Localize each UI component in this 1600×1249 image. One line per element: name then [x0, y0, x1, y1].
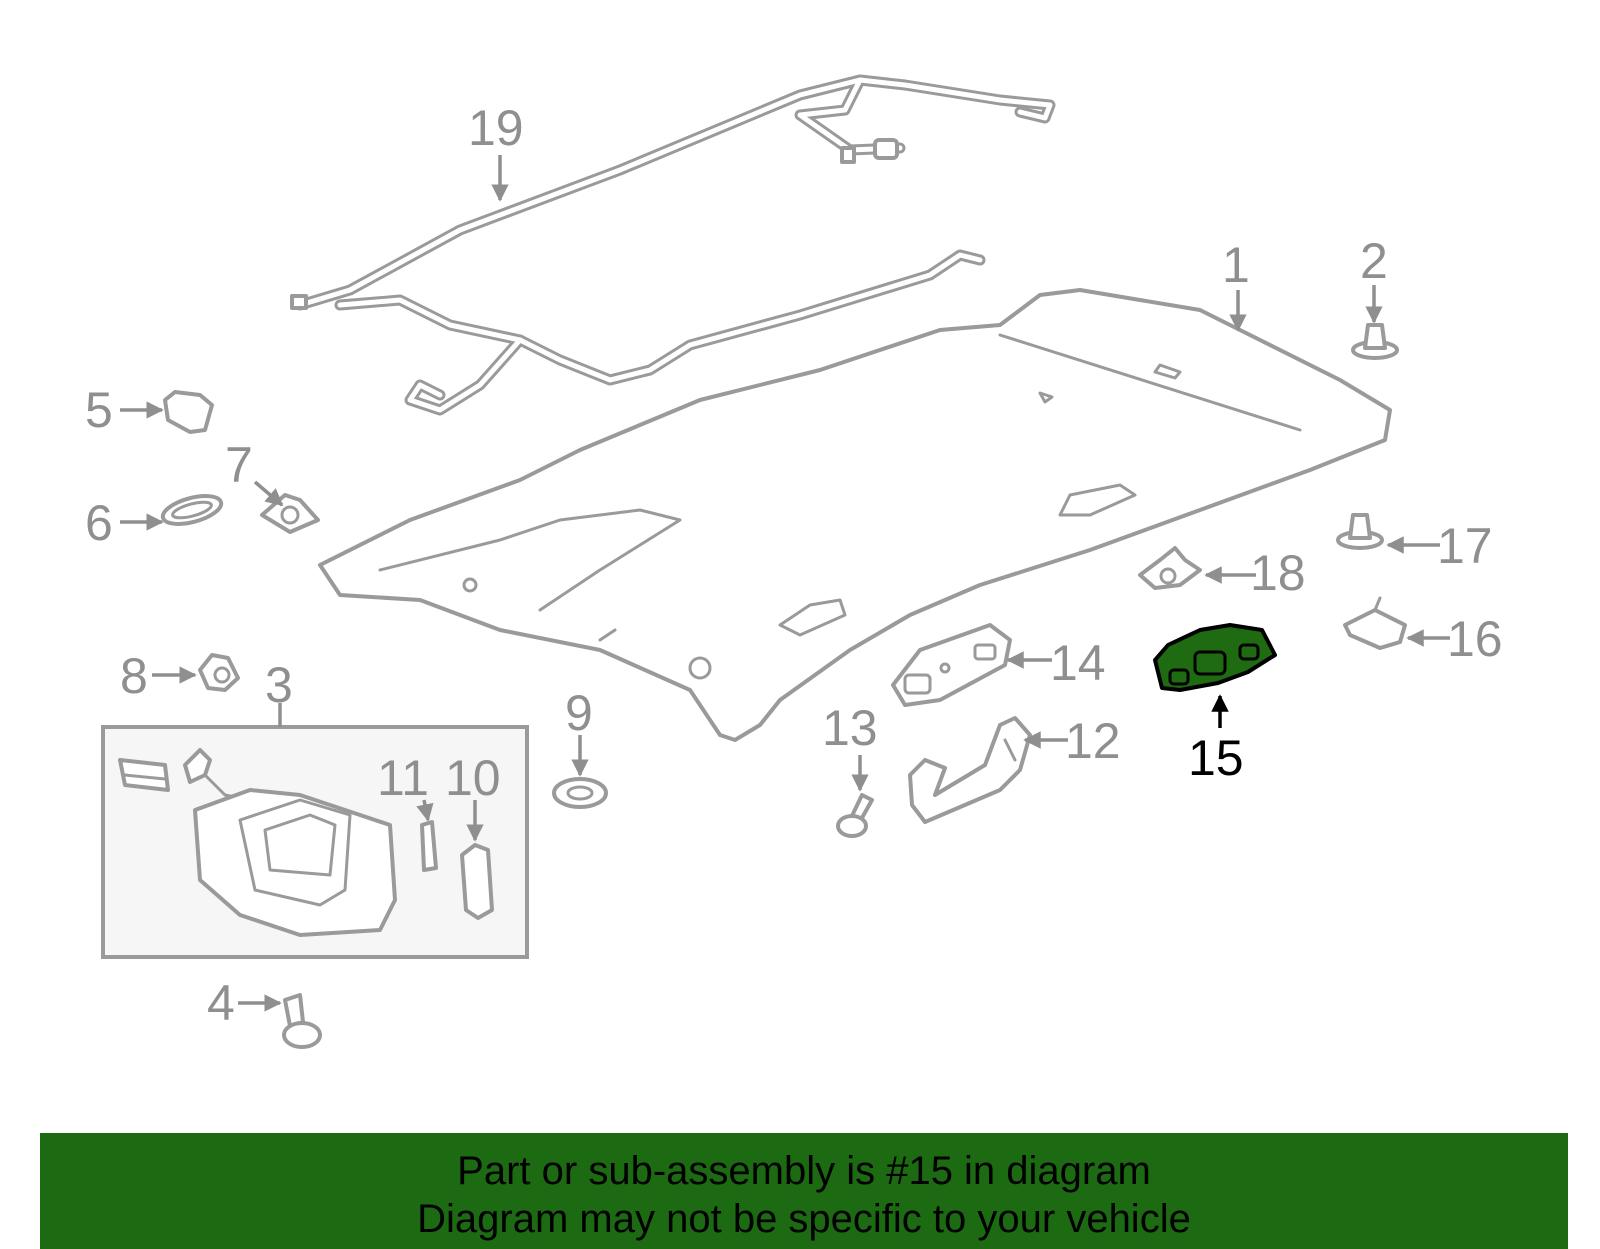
callout-14[interactable]: 14 — [1050, 635, 1106, 691]
lamp-part-16 — [1343, 596, 1407, 650]
callout-13[interactable]: 13 — [822, 700, 878, 756]
callout-4[interactable]: 4 — [207, 975, 235, 1031]
callout-18[interactable]: 18 — [1250, 545, 1306, 601]
console-bezel-part-14 — [891, 623, 1012, 707]
callout-16[interactable]: 16 — [1447, 611, 1503, 667]
banner-line-disclaimer: Diagram may not be specific to your vehi… — [417, 1197, 1191, 1241]
callout-6[interactable]: 6 — [85, 495, 113, 551]
callout-17[interactable]: 17 — [1437, 518, 1493, 574]
callout-12[interactable]: 12 — [1065, 713, 1121, 769]
grab-handle-part-12 — [908, 716, 1032, 824]
grommet-part-9 — [552, 777, 608, 809]
overhead-console-part-15[interactable] — [1153, 623, 1277, 692]
bolt-part-13 — [836, 793, 874, 838]
clip-part-8 — [198, 653, 240, 692]
callout-19[interactable]: 19 — [468, 100, 524, 156]
callout-2[interactable]: 2 — [1360, 233, 1388, 289]
headliner-part — [318, 288, 1392, 742]
banner-line-part-number: Part or sub-assembly is #15 in diagram — [457, 1149, 1151, 1193]
callout-1[interactable]: 1 — [1222, 237, 1250, 293]
callout-5[interactable]: 5 — [85, 382, 113, 438]
clip-part-18 — [1138, 546, 1202, 590]
clip-part-2 — [1351, 323, 1399, 360]
info-banner: Part or sub-assembly is #15 in diagram D… — [40, 1133, 1568, 1249]
clip-part-7 — [260, 493, 320, 534]
grommet-part-6 — [160, 494, 224, 526]
callout-labels: 1 2 3 4 5 6 7 8 9 10 11 12 13 14 15 16 1… — [85, 100, 1503, 1031]
callout-7[interactable]: 7 — [225, 437, 253, 493]
callout-8[interactable]: 8 — [120, 648, 148, 704]
callout-15[interactable]: 15 — [1188, 730, 1244, 786]
clip-part-17 — [1336, 513, 1384, 550]
callout-arrows — [120, 155, 1450, 1012]
wiring-harness-part — [290, 74, 1056, 416]
callout-10[interactable]: 10 — [445, 750, 501, 806]
screw-part-4 — [282, 993, 322, 1049]
callout-9[interactable]: 9 — [565, 685, 593, 741]
callout-3[interactable]: 3 — [265, 657, 293, 713]
clip-part-5 — [163, 390, 214, 434]
callout-11[interactable]: 11 — [377, 750, 429, 806]
sun-visor-part — [118, 748, 494, 937]
